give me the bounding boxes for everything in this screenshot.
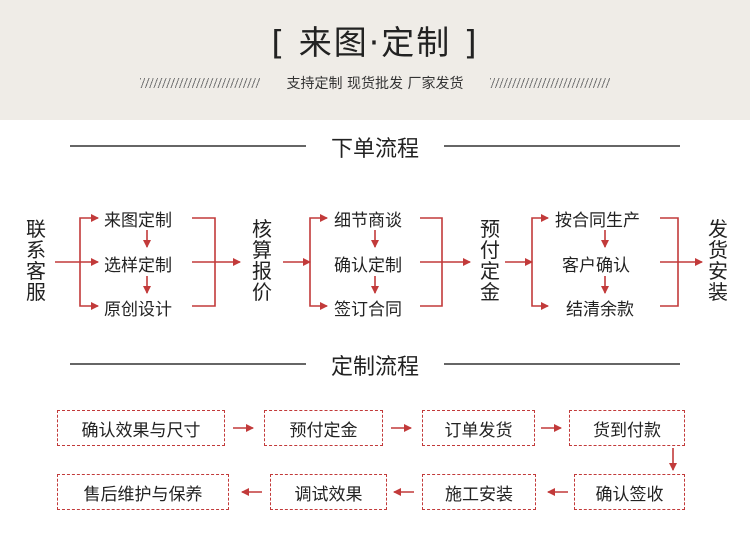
option-original-design: 原创设计 xyxy=(104,300,172,320)
option-settle-balance: 结清余款 xyxy=(566,300,634,320)
flow-box-debug-effect: 调试效果 xyxy=(270,474,387,510)
flow-box-confirm-effect-size: 确认效果与尺寸 xyxy=(57,410,225,446)
step-quote: 核算报价 xyxy=(252,217,272,304)
step-ship-install: 发货安装 xyxy=(708,217,728,304)
option-custom-from-image: 来图定制 xyxy=(104,211,172,231)
flow-box-order-ship: 订单发货 xyxy=(422,410,535,446)
section-divider-left-2 xyxy=(70,363,306,365)
option-custom-from-sample: 选样定制 xyxy=(104,256,172,276)
page-title: [ 来图·定制 ] xyxy=(271,23,479,62)
option-detail-negotiation: 细节商谈 xyxy=(334,211,402,231)
subtitle: 支持定制 现货批发 厂家发货 xyxy=(286,76,464,92)
flow-box-after-sales: 售后维护与保养 xyxy=(57,474,229,510)
decorative-slashes-right xyxy=(490,78,610,88)
section-divider-left xyxy=(70,145,306,147)
section-divider-right xyxy=(444,145,680,147)
header-banner xyxy=(0,0,750,120)
step-contact-service: 联系客服 xyxy=(26,217,46,304)
option-sign-contract: 签订合同 xyxy=(334,300,402,320)
flow-box-deposit: 预付定金 xyxy=(264,410,383,446)
option-confirm-custom: 确认定制 xyxy=(334,256,402,276)
option-produce-by-contract: 按合同生产 xyxy=(555,211,640,231)
section-divider-right-2 xyxy=(444,363,680,365)
flow-box-cash-on-delivery: 货到付款 xyxy=(569,410,685,446)
section-title-order: 下单流程 xyxy=(330,137,419,162)
option-customer-confirm: 客户确认 xyxy=(562,256,630,276)
decorative-slashes-left xyxy=(140,78,260,88)
flow-box-confirm-receipt: 确认签收 xyxy=(574,474,685,510)
flow-box-construction-install: 施工安装 xyxy=(422,474,536,510)
section-title-custom: 定制流程 xyxy=(330,355,419,380)
step-deposit: 预付定金 xyxy=(480,217,500,304)
subtitle-row: 支持定制 现货批发 厂家发货 xyxy=(0,72,750,96)
